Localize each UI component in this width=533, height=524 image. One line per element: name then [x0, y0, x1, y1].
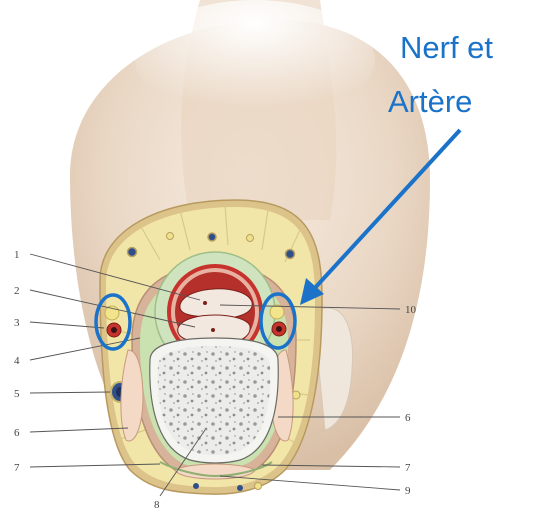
central-spongy-body	[150, 338, 278, 463]
callout-line-1: Nerf et	[400, 30, 493, 65]
label-3: 3	[14, 317, 20, 329]
callout-line-2: Artère	[388, 84, 472, 119]
label-7-right: 7	[405, 462, 411, 474]
label-5: 5	[14, 388, 20, 400]
callout-text: Nerf et Artère	[388, 30, 493, 119]
label-10: 10	[405, 304, 417, 316]
label-8: 8	[154, 499, 160, 511]
label-2: 2	[14, 285, 20, 297]
label-9: 9	[405, 485, 411, 497]
label-6-left: 6	[14, 427, 20, 439]
label-7-left: 7	[14, 462, 20, 474]
label-6-right: 6	[405, 412, 411, 424]
label-4: 4	[14, 355, 20, 367]
label-1: 1	[14, 249, 20, 261]
